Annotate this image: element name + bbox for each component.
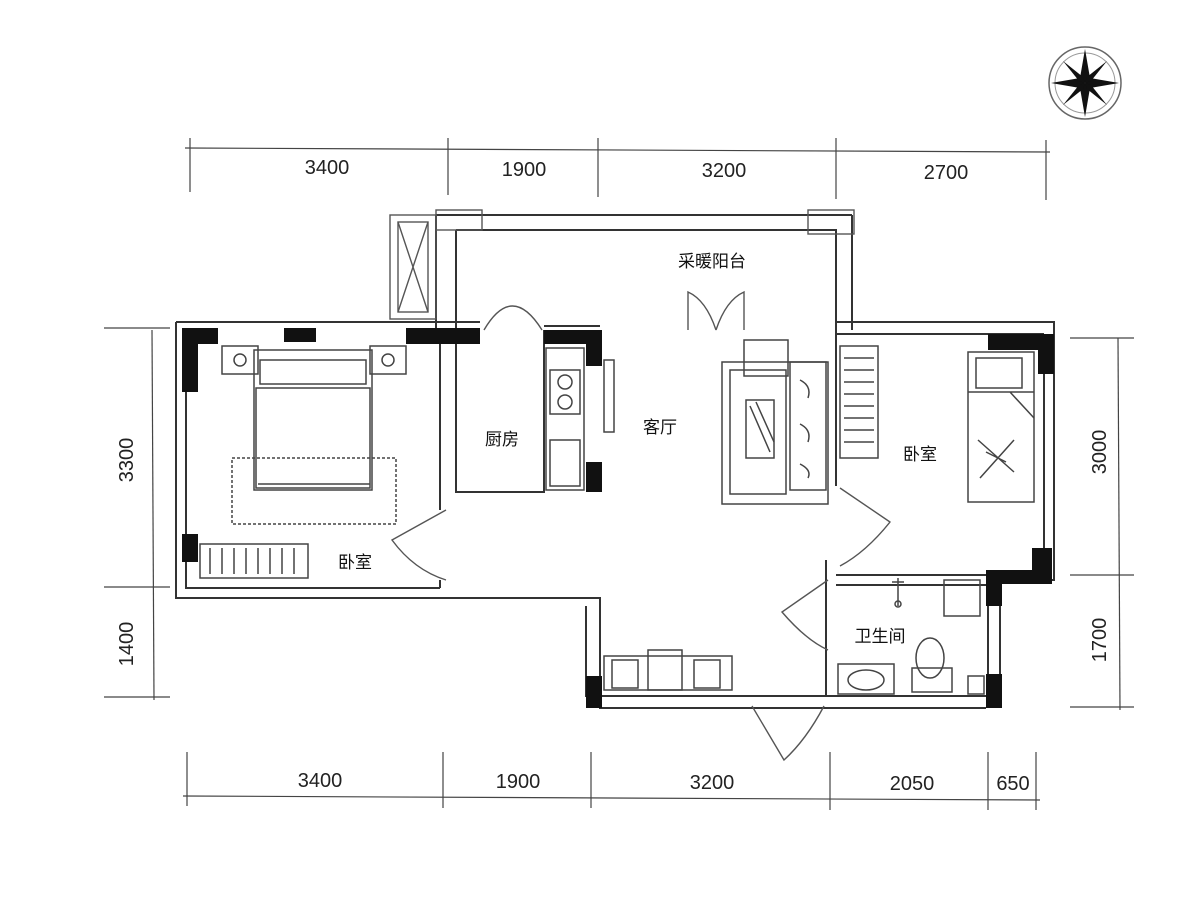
left-dim-1: 3300 (116, 438, 138, 483)
right-dim-2: 1700 (1089, 618, 1111, 663)
top-dim-4: 2700 (924, 162, 969, 184)
left-dim-2: 1400 (116, 622, 138, 667)
top-dim-1: 3400 (305, 157, 350, 179)
bed-double-left (221, 345, 407, 525)
bottom-dimension-line: 3400 1900 3200 2050 650 (182, 752, 1041, 810)
right-dimension-line: 3000 1700 (1070, 337, 1134, 711)
top-dim-3: 3200 (702, 160, 747, 182)
room-label-bedroom-left: 卧室 (338, 553, 372, 573)
bottom-dim-3: 3200 (690, 772, 735, 794)
room-label-bedroom-right: 卧室 (903, 445, 937, 465)
right-dim-1: 3000 (1089, 430, 1111, 475)
dining-table (603, 649, 733, 691)
doors (390, 290, 892, 762)
top-dimension-line: 3400 1900 3200 2700 (184, 138, 1051, 200)
bathroom-fixtures (837, 578, 985, 695)
room-label-balcony: 采暖阳台 (678, 252, 746, 272)
room-label-living-room: 客厅 (643, 418, 677, 438)
top-dim-2: 1900 (502, 159, 547, 181)
kitchen-counter (545, 347, 615, 491)
wardrobe-right (839, 345, 879, 459)
room-label-kitchen: 厨房 (485, 430, 519, 450)
room-label-bathroom: 卫生间 (855, 627, 906, 647)
left-dimension-line: 3300 1400 (104, 327, 170, 701)
bottom-dim-5: 650 (996, 773, 1029, 795)
structural-columns (182, 328, 1054, 708)
sofa-set (721, 339, 829, 505)
bottom-dim-2: 1900 (496, 771, 541, 793)
bottom-dim-1: 3400 (298, 770, 343, 792)
compass-rose-icon (1048, 46, 1122, 120)
bed-single-right (967, 351, 1035, 503)
wardrobe-left (199, 543, 309, 579)
bottom-dim-4: 2050 (890, 773, 935, 795)
exterior-walls (175, 209, 1055, 709)
